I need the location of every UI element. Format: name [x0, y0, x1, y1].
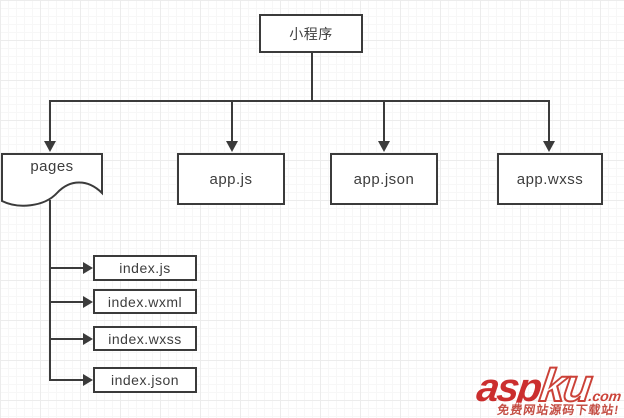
node-index-wxss: index.wxss	[93, 326, 197, 351]
node-label: index.wxss	[108, 330, 182, 347]
node-label: index.js	[119, 260, 171, 276]
arrowhead-down	[226, 141, 238, 152]
pages-document-shape	[1, 153, 103, 207]
node-index-wxml: index.wxml	[93, 289, 197, 314]
node-label: app.wxss	[516, 170, 584, 188]
node-miniprogram: 小程序	[259, 14, 363, 53]
node-index-json: index.json	[93, 367, 197, 393]
node-label: pages	[30, 158, 74, 175]
arrowhead-down	[44, 141, 56, 152]
node-app-wxss: app.wxss	[497, 153, 603, 205]
node-label: index.wxml	[107, 293, 183, 310]
node-label: 小程序	[289, 25, 333, 42]
node-label: index.json	[110, 372, 180, 388]
node-app-js: app.js	[177, 153, 285, 205]
arrowhead-right	[83, 262, 93, 274]
node-label: app.json	[353, 170, 415, 188]
arrowhead-down	[378, 141, 390, 152]
node-label: app.js	[209, 170, 253, 188]
node-pages: pages	[0, 150, 106, 215]
arrowhead-right	[83, 333, 93, 345]
node-index-js: index.js	[93, 255, 197, 281]
arrowhead-right	[83, 374, 93, 386]
node-app-json: app.json	[330, 153, 438, 205]
arrowhead-down	[543, 141, 555, 152]
arrowhead-right	[83, 296, 93, 308]
